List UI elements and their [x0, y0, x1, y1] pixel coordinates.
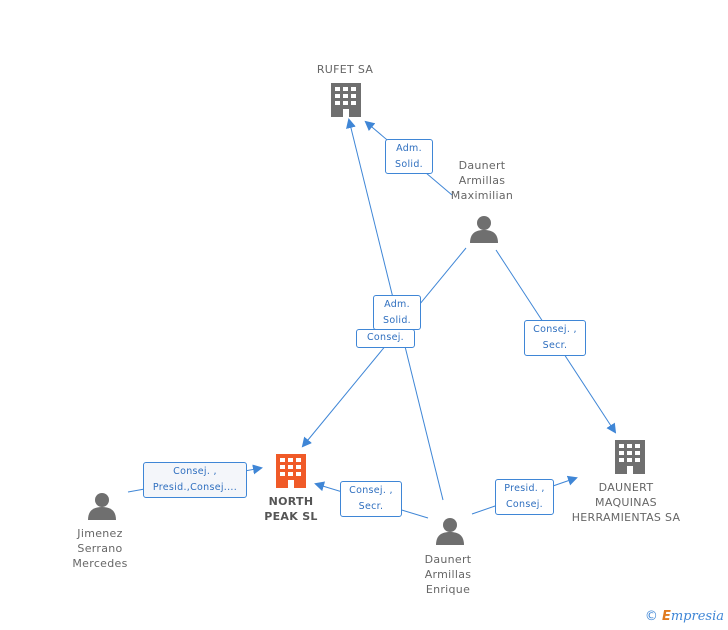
- node-label-line: Maximilian: [450, 189, 514, 202]
- edge-label-line: Presid.,Consej....: [152, 482, 238, 493]
- node-label-line: Serrano: [77, 542, 123, 555]
- edge-label-line: Secr.: [358, 501, 384, 512]
- node-label-line: DAUNERT: [598, 481, 654, 494]
- node-label-line: NORTH: [268, 495, 314, 508]
- building-icon: [615, 440, 645, 474]
- node-label-line: Armillas: [458, 174, 506, 187]
- brand-name: mpresia: [670, 609, 724, 624]
- node-label-line: Daunert: [458, 159, 506, 172]
- edge-label-line: Consej. ,: [349, 485, 393, 496]
- node-label-daunert-enrique[interactable]: Daunert Armillas Enrique: [402, 552, 494, 597]
- edge-label-line: Consej.: [505, 499, 544, 510]
- edge-label-line: Solid.: [395, 159, 423, 170]
- node-label-line: PEAK SL: [264, 510, 318, 523]
- node-label-line: MAQUINAS: [595, 496, 657, 509]
- person-icon: [88, 493, 116, 520]
- edge-label-line: Presid. ,: [504, 483, 545, 494]
- node-label-line: HERRAMIENTAS SA: [571, 511, 681, 524]
- edge-label-line: Consej. ,: [173, 466, 217, 477]
- edge-label-line: Consej.: [366, 332, 405, 343]
- node-label-daunert-maximilian[interactable]: Daunert Armillas Maximilian: [436, 158, 528, 203]
- node-label-line: Armillas: [424, 568, 472, 581]
- edge-label-line: Secr.: [542, 340, 568, 351]
- edge-label-line: Solid.: [383, 315, 411, 326]
- person-icon: [470, 216, 498, 243]
- building-icon: [331, 83, 361, 117]
- person-icon: [436, 518, 464, 545]
- edge-label-line: Adm.: [396, 143, 422, 154]
- edge-label-line: Adm.: [384, 299, 410, 310]
- node-label-north-peak[interactable]: NORTH PEAK SL: [246, 494, 336, 524]
- copyright-icon: ©: [644, 609, 658, 624]
- edge-label-max-maq[interactable]: Consej. , Secr.: [524, 320, 586, 356]
- edge-label-jim-north[interactable]: Consej. , Presid.,Consej....: [143, 462, 247, 498]
- edge-label-max-rufet[interactable]: Adm. Solid.: [385, 139, 433, 174]
- edge-label-enr-maq[interactable]: Presid. , Consej.: [495, 479, 554, 515]
- node-label-line: Jimenez: [77, 527, 123, 540]
- node-label-line: Daunert: [424, 553, 472, 566]
- edge-label-line: Consej. ,: [533, 324, 577, 335]
- node-label-line: Enrique: [425, 583, 471, 596]
- node-label-jimenez[interactable]: Jimenez Serrano Mercedes: [55, 526, 145, 571]
- edge-label-max-north[interactable]: Consej.: [356, 329, 415, 348]
- empresia-watermark: © Empresia: [645, 609, 724, 624]
- edge-label-enr-rufet[interactable]: Adm. Solid.: [373, 295, 421, 330]
- edge-label-enr-north[interactable]: Consej. , Secr.: [340, 481, 402, 517]
- node-label-line: Mercedes: [72, 557, 128, 570]
- node-label-rufet[interactable]: RUFET SA: [300, 62, 390, 77]
- brand-initial: E: [661, 609, 671, 624]
- building-icon: [276, 454, 306, 488]
- node-label-line: RUFET SA: [316, 63, 374, 76]
- node-label-daunert-maquinas[interactable]: DAUNERT MAQUINAS HERRAMIENTAS SA: [566, 480, 686, 525]
